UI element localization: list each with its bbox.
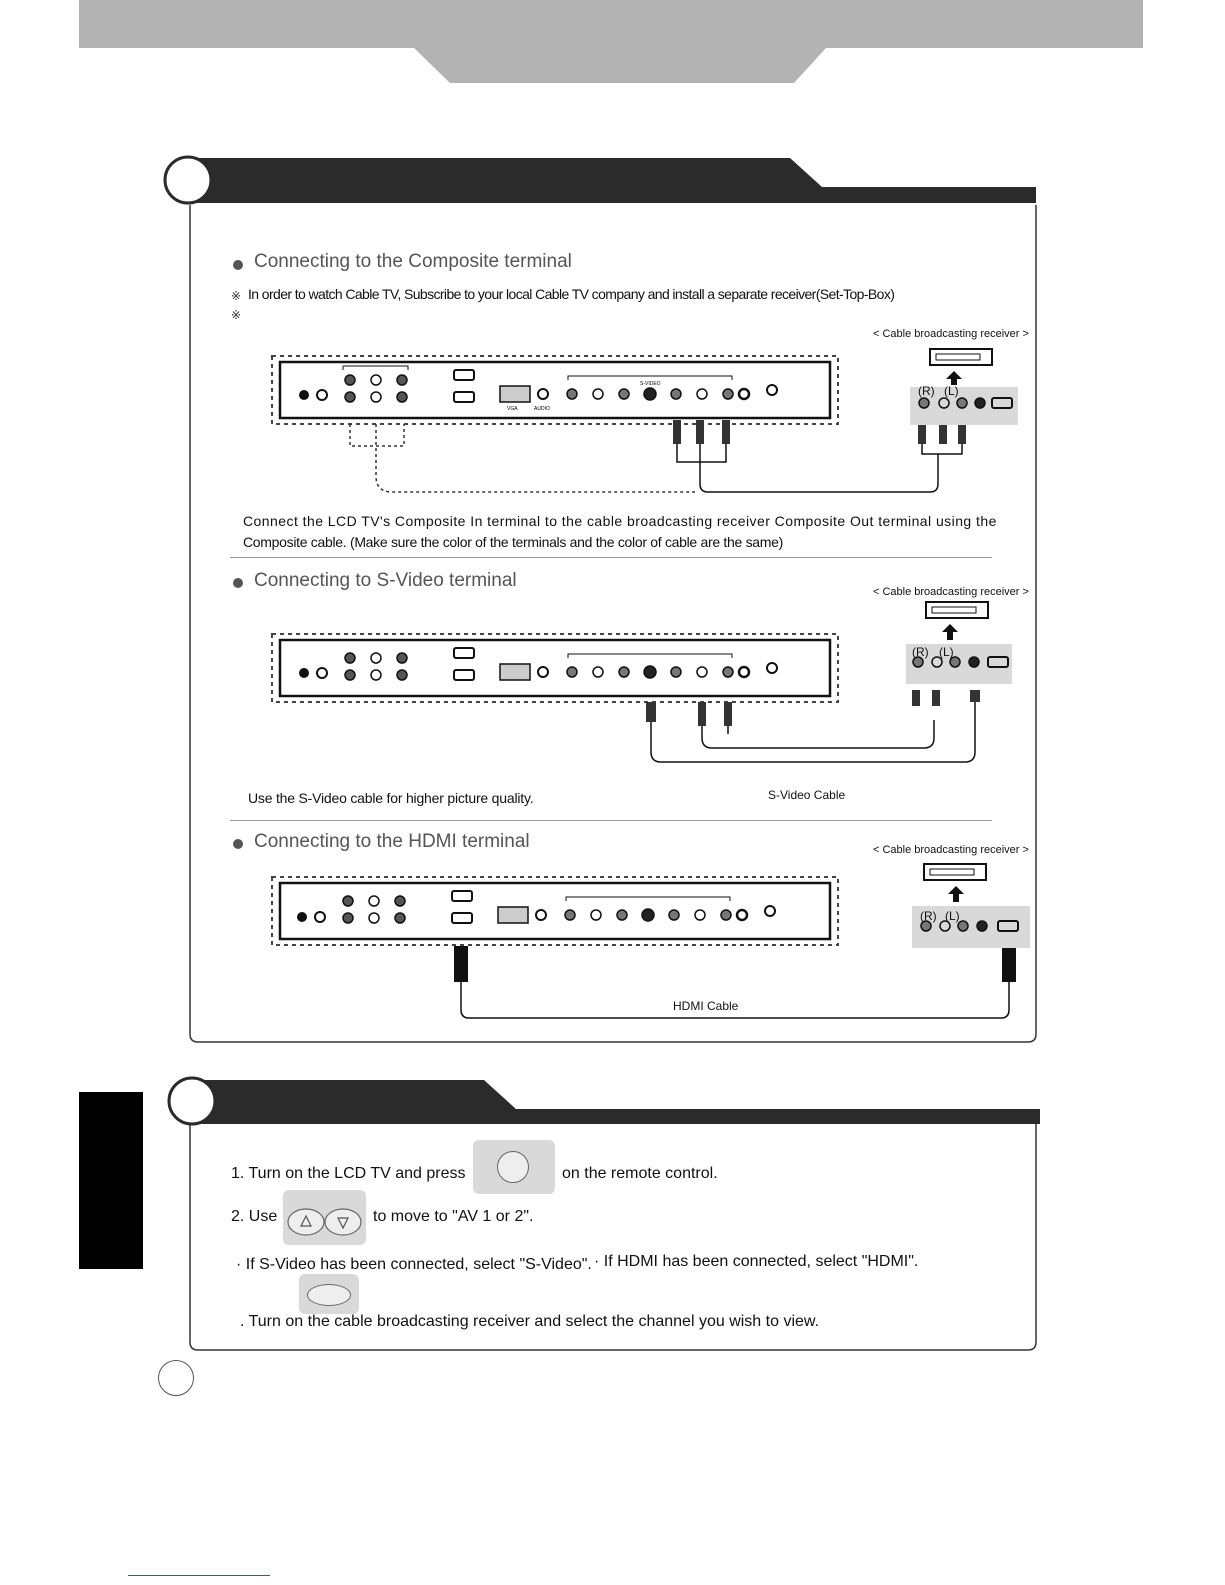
composite-description-line1: Connect the LCD TV's Composite In termin… bbox=[243, 513, 997, 529]
arrow-up-icon bbox=[948, 886, 964, 902]
hdmi-cable bbox=[454, 946, 1016, 1019]
asterisk-box-icon: ※ bbox=[231, 308, 242, 322]
hdmi-heading: Connecting to the HDMI terminal bbox=[254, 831, 530, 852]
composite-cable bbox=[349, 420, 966, 493]
step2-text-after: to move to "AV 1 or 2". bbox=[373, 1208, 534, 1225]
bullet-dot-icon bbox=[233, 260, 243, 270]
receiver-label: < Cable broadcasting receiver > bbox=[873, 586, 1029, 598]
svg-text:S-VIDEO: S-VIDEO bbox=[640, 381, 661, 387]
svideo-heading: Connecting to S-Video terminal bbox=[254, 570, 517, 591]
receiver-label: < Cable broadcasting receiver > bbox=[873, 328, 1029, 340]
receiver-port-left: (L) bbox=[944, 384, 959, 398]
step1-text: 1. Turn on the LCD TV and press bbox=[231, 1165, 466, 1182]
cable-receiver bbox=[906, 601, 1012, 684]
divider bbox=[230, 557, 992, 558]
step1-text-after: on the remote control. bbox=[562, 1165, 718, 1182]
svideo-cable bbox=[646, 690, 980, 763]
divider bbox=[230, 820, 992, 821]
svg-text:AUDIO: AUDIO bbox=[534, 406, 550, 412]
tv-rear-panel: VGA AUDIO S-VIDEO bbox=[271, 355, 839, 425]
receiver-port-right: (R) bbox=[918, 384, 935, 398]
input-button-icon bbox=[497, 1151, 529, 1183]
arrow-up-icon bbox=[946, 371, 962, 385]
tv-rear-panel bbox=[271, 876, 839, 946]
svideo-select-note: · If S-Video has been connected, select … bbox=[236, 1256, 592, 1273]
footer-underline bbox=[128, 1575, 270, 1576]
receiver-label: < Cable broadcasting receiver > bbox=[873, 844, 1029, 856]
receiver-port-right: (R) bbox=[920, 909, 937, 923]
step2-text: 2. Use bbox=[231, 1208, 278, 1225]
cable-receiver bbox=[912, 863, 1030, 948]
chapter-side-tab bbox=[79, 1092, 143, 1269]
section1-frame bbox=[163, 155, 1037, 1043]
svg-text:VGA: VGA bbox=[507, 406, 518, 412]
page-number-circle bbox=[158, 1360, 194, 1396]
hdmi-cable-label: HDMI Cable bbox=[673, 999, 739, 1013]
cable-receiver bbox=[910, 348, 1018, 425]
receiver-port-left: (L) bbox=[945, 909, 960, 923]
arrow-up-icon bbox=[942, 624, 958, 640]
page-header-band bbox=[79, 0, 1143, 83]
hdmi-select-note: · If HDMI has been connected, select "HD… bbox=[594, 1253, 919, 1270]
receiver-port-left: (L) bbox=[939, 645, 954, 659]
section2-frame bbox=[167, 1076, 1040, 1351]
up-down-arrows-icon bbox=[283, 1190, 366, 1245]
bullet-dot-icon bbox=[233, 578, 243, 588]
input-button bbox=[473, 1140, 555, 1194]
svideo-cable-label: S-Video Cable bbox=[768, 788, 846, 802]
asterisk-box-icon: ※ bbox=[231, 289, 242, 303]
svideo-description: Use the S-Video cable for higher picture… bbox=[248, 790, 534, 806]
tv-rear-panel bbox=[271, 633, 839, 703]
composite-description-line2: Composite cable. (Make sure the color of… bbox=[243, 534, 783, 550]
enter-button bbox=[299, 1274, 359, 1314]
enter-button-icon bbox=[307, 1284, 351, 1306]
composite-heading: Connecting to the Composite terminal bbox=[254, 251, 572, 272]
receiver-port-right: (R) bbox=[912, 645, 929, 659]
bullet-dot-icon bbox=[233, 839, 243, 849]
step4-text: . Turn on the cable broadcasting receive… bbox=[240, 1313, 820, 1330]
cable-subscription-note: In order to watch Cable TV, Subscribe to… bbox=[248, 286, 895, 302]
